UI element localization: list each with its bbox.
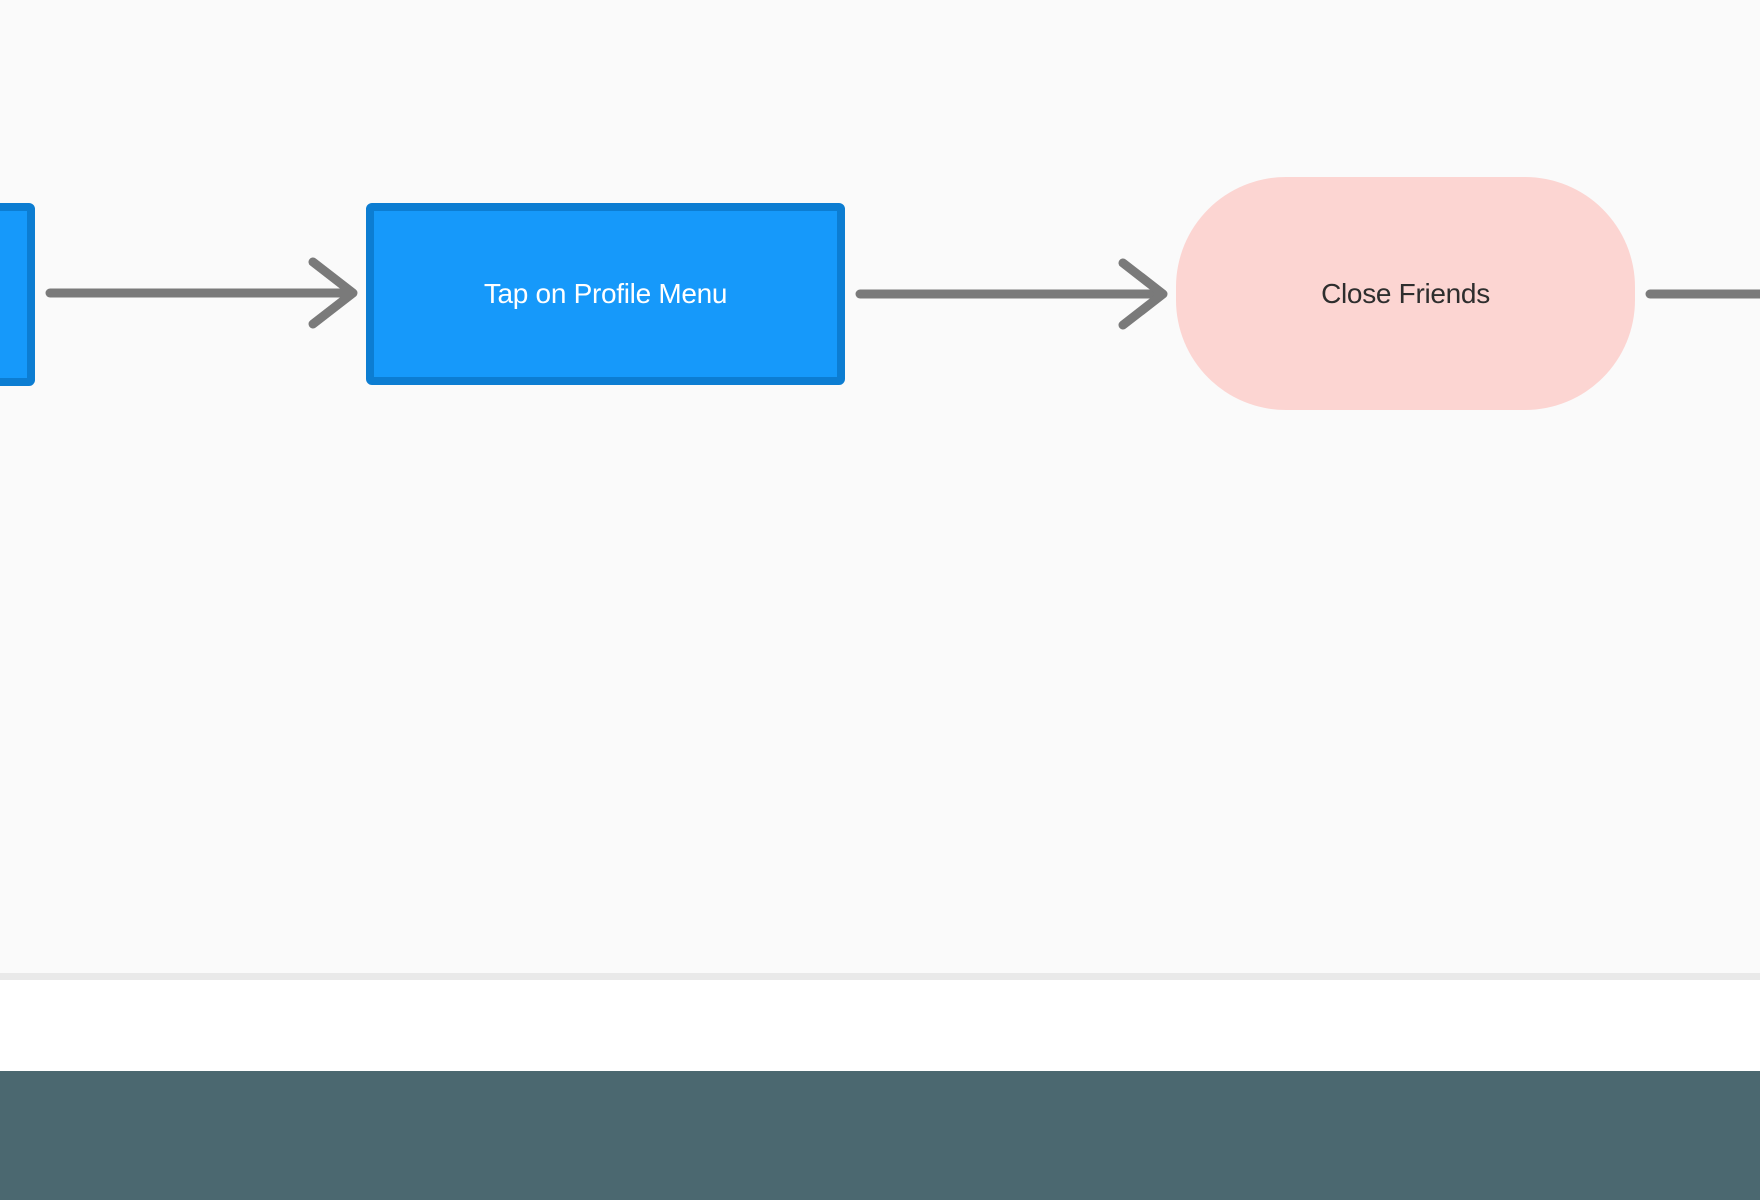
connector-arrow-left-to-tap[interactable] [45, 257, 358, 329]
node-label-close-friends: Close Friends [1321, 277, 1490, 309]
arrowhead-icon [1118, 258, 1168, 330]
flow-node-close-friends[interactable]: Close Friends [1176, 177, 1635, 410]
arrowhead-icon [308, 257, 358, 329]
node-label-tap-on-profile-menu: Tap on Profile Menu [483, 278, 728, 310]
flowchart-canvas[interactable]: Tap on Profile Menu Close Friends [0, 0, 1760, 973]
canvas-edge-divider [0, 973, 1760, 980]
bottom-bar [0, 1071, 1760, 1200]
connector-arrow-tap-to-close-friends[interactable] [855, 258, 1168, 330]
flow-node-tap-on-profile-menu[interactable]: Tap on Profile Menu [366, 203, 845, 385]
flow-node-left-partial[interactable] [0, 203, 35, 386]
footer-white-strip [0, 980, 1760, 1071]
